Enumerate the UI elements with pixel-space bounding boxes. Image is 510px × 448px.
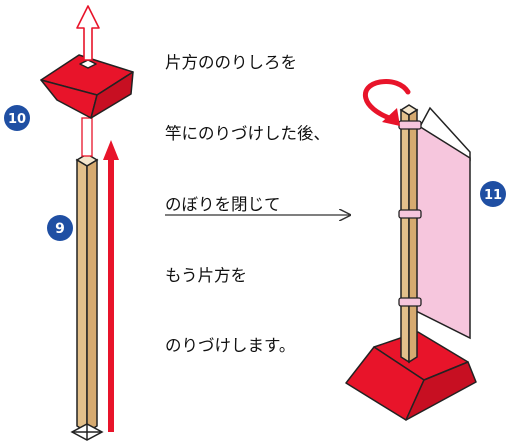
left-assembly: 10 9 — [4, 5, 134, 441]
banner-sheet — [413, 121, 471, 340]
instruction-line-5: のりづけします。 — [165, 336, 296, 356]
instruction-line-1: 片方ののりしろを — [165, 53, 297, 73]
instruction-line-2: 竿にのりづけした後、 — [165, 123, 330, 143]
step-11-badge: 11 — [480, 181, 506, 207]
instruction-line-3: のぼりを閉じて — [165, 194, 281, 214]
step-9-badge: 9 — [47, 215, 73, 241]
right-assembly: 11 — [345, 79, 506, 421]
svg-text:10: 10 — [8, 112, 26, 127]
rotate-arrow — [362, 79, 411, 126]
svg-text:11: 11 — [484, 188, 502, 203]
right-base — [345, 331, 477, 421]
pole-bands — [398, 120, 422, 307]
guide-slot — [81, 117, 93, 157]
instruction-text: 片方ののりしろを 竿にのりづけした後、 のぼりを閉じて もう片方を のりづけしま… — [165, 4, 330, 382]
lift-up-arrow — [76, 5, 100, 61]
instruction-line-4: もう片方を — [165, 265, 248, 285]
svg-text:9: 9 — [55, 221, 65, 237]
step-10-badge: 10 — [4, 105, 30, 131]
right-pole-left-face — [400, 108, 410, 364]
raise-arrow — [103, 140, 119, 432]
left-pole-right-face — [86, 158, 98, 434]
right-pole-right-face — [408, 108, 418, 364]
left-pole-foot — [70, 423, 104, 441]
left-pole-left-face — [76, 158, 88, 434]
left-base — [40, 54, 134, 119]
